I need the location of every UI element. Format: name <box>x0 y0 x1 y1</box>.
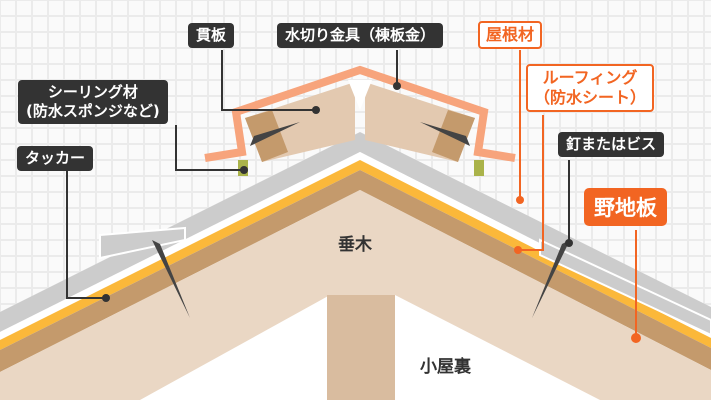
leader-dots <box>102 82 641 343</box>
label-roofing: ルーフィング （防水シート） <box>526 64 655 112</box>
label-mizukiri: 水切り金具（棟板金） <box>277 23 444 48</box>
ridge-cap <box>204 65 516 162</box>
label-roofing-line1: ルーフィング <box>542 68 638 87</box>
roof-nail-right <box>532 240 570 318</box>
orange-leaders <box>518 50 637 338</box>
roof-tile-left <box>99 226 186 260</box>
ridge-gap <box>348 80 372 110</box>
ridge-nail-right <box>420 122 470 146</box>
label-sealing: シーリング材 (防水スポンジなど) <box>18 80 168 124</box>
label-koyaura: 小屋裏 <box>420 357 471 377</box>
ridge-nail-left <box>250 122 300 146</box>
label-tacker: タッカー <box>17 146 94 171</box>
label-nojiita: 野地板 <box>584 188 667 226</box>
label-roofing-line2: （防水シート） <box>534 88 647 107</box>
label-sealing-line1: シーリング材 <box>47 83 138 101</box>
label-nail: 釘またはビス <box>558 132 665 157</box>
sealing-right <box>474 160 484 176</box>
roof-nail-left <box>152 240 190 318</box>
label-taruki: 垂木 <box>338 235 372 255</box>
label-nukiita: 貫板 <box>188 23 235 48</box>
king-post <box>327 295 395 400</box>
label-yanezai: 屋根材 <box>478 21 543 49</box>
label-sealing-line2: (防水スポンジなど) <box>26 102 160 120</box>
leader-lines <box>66 50 570 299</box>
